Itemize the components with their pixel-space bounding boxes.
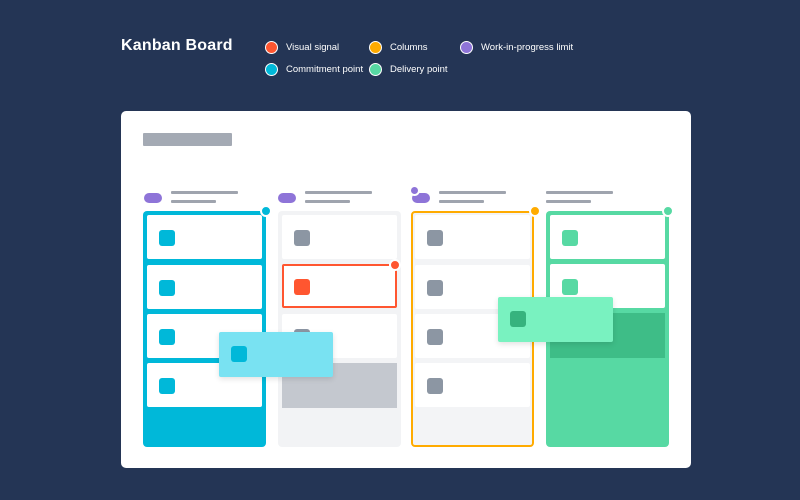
- card[interactable]: [550, 215, 665, 259]
- header-line: [546, 200, 591, 203]
- header-line: [171, 191, 238, 194]
- card-icon: [427, 230, 443, 246]
- card[interactable]: [147, 265, 262, 309]
- legend-item-commitment-point: Commitment point: [265, 63, 363, 76]
- card-icon: [427, 378, 443, 394]
- card-icon: [159, 280, 175, 296]
- columns-marker-icon: [529, 205, 541, 217]
- card[interactable]: [415, 363, 530, 407]
- legend-item-wip-limit: Work-in-progress limit: [460, 41, 573, 54]
- header-line: [171, 200, 216, 203]
- legend-item-visual-signal: Visual signal: [265, 41, 339, 54]
- kanban-board: [121, 111, 691, 468]
- card[interactable]: [415, 215, 530, 259]
- visual-signal-marker-icon: [389, 259, 401, 271]
- legend-item-columns: Columns: [369, 41, 428, 54]
- card[interactable]: [415, 265, 530, 309]
- wip-limit-pill: [412, 193, 430, 203]
- card-flagged[interactable]: [282, 264, 397, 308]
- header-line: [439, 191, 506, 194]
- dragging-card[interactable]: [219, 332, 333, 377]
- commitment-point-marker-icon: [260, 205, 272, 217]
- card-icon: [159, 230, 175, 246]
- card-icon: [562, 279, 578, 295]
- legend-label: Commitment point: [286, 64, 364, 75]
- card-icon: [427, 280, 443, 296]
- card-icon: [562, 230, 578, 246]
- delivery-point-marker-icon: [662, 205, 674, 217]
- header-line: [305, 200, 350, 203]
- legend-label: Work-in-progress limit: [481, 42, 574, 53]
- wip-limit-dot-icon: [460, 41, 473, 54]
- delivery-point-dot-icon: [369, 63, 382, 76]
- legend-label: Visual signal: [286, 42, 340, 53]
- columns-dot-icon: [369, 41, 382, 54]
- header-line: [305, 191, 372, 194]
- card[interactable]: [282, 215, 397, 259]
- legend-item-delivery-point: Delivery point: [369, 63, 448, 76]
- card[interactable]: [147, 215, 262, 259]
- column-2: [278, 211, 401, 447]
- header-line: [546, 191, 613, 194]
- commitment-point-dot-icon: [265, 63, 278, 76]
- visual-signal-dot-icon: [265, 41, 278, 54]
- legend-label: Delivery point: [390, 64, 448, 75]
- legend-label: Columns: [390, 42, 428, 53]
- page-title: Kanban Board: [121, 37, 233, 54]
- board-title-placeholder: [143, 133, 232, 146]
- header-line: [439, 200, 484, 203]
- wip-limit-marker-icon: [409, 185, 420, 196]
- card-icon: [427, 329, 443, 345]
- card-icon: [231, 346, 247, 362]
- card-icon: [294, 279, 310, 295]
- wip-limit-pill: [278, 193, 296, 203]
- column-commitment: [143, 211, 266, 447]
- card-icon: [294, 230, 310, 246]
- card-icon: [159, 329, 175, 345]
- wip-limit-pill: [144, 193, 162, 203]
- card-icon: [159, 378, 175, 394]
- card-icon: [510, 311, 526, 327]
- dragging-card[interactable]: [498, 297, 613, 342]
